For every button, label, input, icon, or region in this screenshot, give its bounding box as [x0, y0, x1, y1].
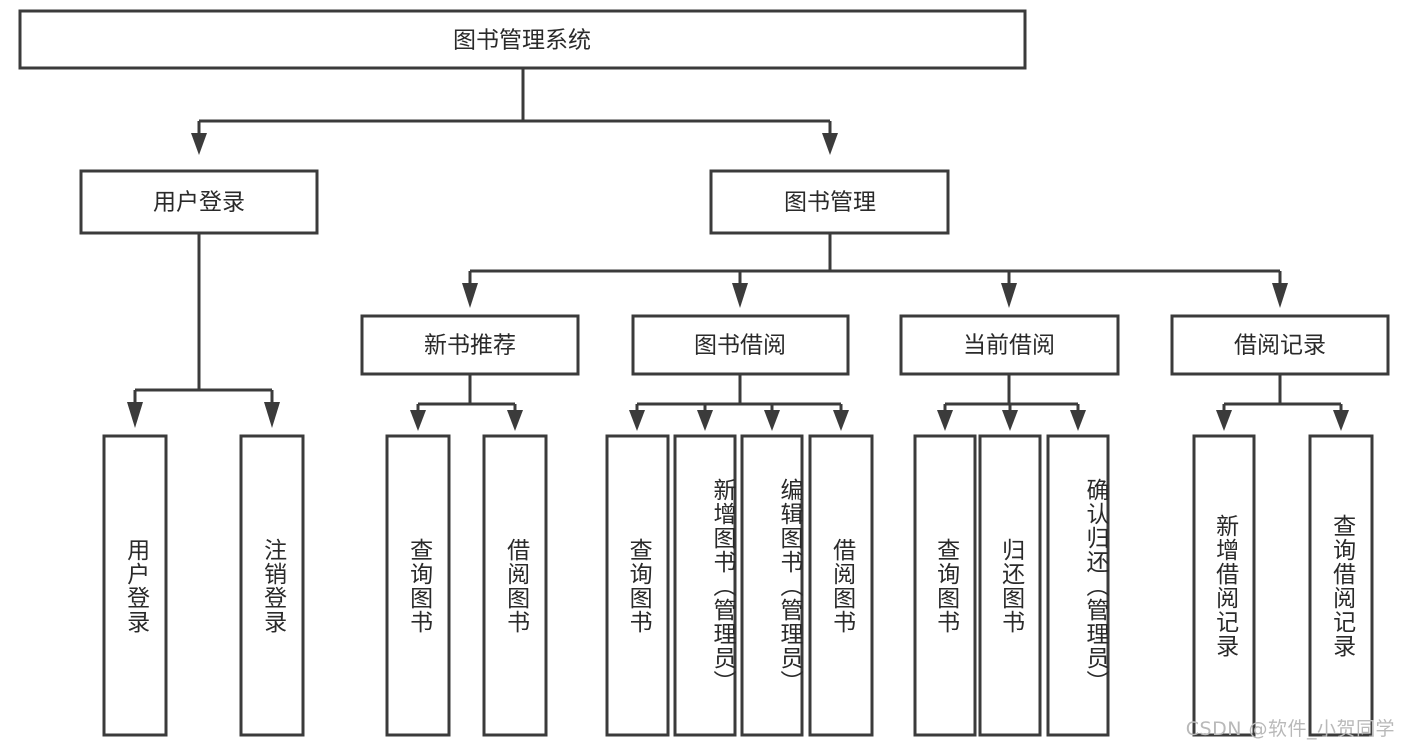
leaf-add-book-box[interactable] [673, 434, 737, 737]
node-book-manage[interactable]: 图书管理 [709, 169, 950, 235]
node-root[interactable]: 图书管理系统 [18, 9, 1027, 70]
arrowhead-leaf-user-logout [264, 402, 280, 428]
connector-group-root-to-level2 [191, 68, 838, 155]
leaf-edit-book-box[interactable] [740, 434, 804, 737]
leaf-add-record-label: 新增借阅记录 [1211, 513, 1238, 658]
leaf-query-book-cb-label: 查询图书 [932, 537, 959, 634]
node-current-borrow-box[interactable] [899, 314, 1120, 376]
arrowhead-leaf-add-record [1216, 410, 1232, 431]
leaf-query-book-bb-label: 查询图书 [625, 537, 652, 634]
leaf-query-book-rec-box[interactable] [385, 434, 451, 737]
leaf-return-book-label: 归还图书 [997, 537, 1024, 634]
arrowhead-leaf-edit-book [764, 410, 780, 431]
node-current-borrow-label: 当前借阅 [963, 333, 1055, 359]
leaf-query-record-box[interactable] [1308, 434, 1374, 737]
arrowhead-leaf-borrow-book-rec [507, 410, 523, 431]
arrowhead-leaf-add-book [697, 410, 713, 431]
leaf-boxes-group [102, 434, 1374, 737]
node-book-borrow-box[interactable] [631, 314, 850, 376]
arrowhead-new-book-rec [462, 283, 478, 308]
connector-group-book-borrow-to-leaves [629, 374, 849, 431]
leaf-query-record-label: 查询借阅记录 [1328, 513, 1355, 658]
node-borrow-record-box[interactable] [1170, 314, 1390, 376]
leaf-confirm-return-label: 确认归还（管理员） [1082, 477, 1108, 694]
leaf-query-book-bb-box[interactable] [605, 434, 670, 737]
node-current-borrow[interactable]: 当前借阅 [899, 314, 1120, 376]
connector-group-user-login-to-leaves [127, 233, 280, 428]
leaf-borrow-book-rec-box[interactable] [482, 434, 548, 737]
arrowhead-leaf-query-book-bb [629, 410, 645, 431]
arrowhead-book-manage [822, 133, 838, 155]
connector-group-borrow-record-to-leaves [1216, 374, 1349, 431]
node-root-label: 图书管理系统 [453, 28, 591, 54]
node-root-box[interactable] [18, 9, 1027, 70]
arrowhead-leaf-return-book [1002, 410, 1018, 431]
arrowhead-book-borrow [732, 283, 748, 308]
arrowhead-leaf-query-record [1333, 410, 1349, 431]
node-new-book-rec-box[interactable] [360, 314, 580, 376]
leaf-borrow-book-rec-label: 借阅图书 [502, 537, 529, 634]
arrowhead-leaf-borrow-book-bb [833, 410, 849, 431]
node-user-login-label: 用户登录 [153, 190, 245, 216]
leaf-borrow-book-bb-label: 借阅图书 [828, 537, 855, 634]
node-book-manage-label: 图书管理 [784, 190, 876, 216]
leaf-return-book-box[interactable] [978, 434, 1042, 737]
leaf-add-book-label: 新增图书（管理员） [709, 477, 735, 694]
arrowhead-leaf-query-book-cb [937, 410, 953, 431]
node-book-borrow-label: 图书借阅 [694, 333, 786, 359]
connector-group-current-borrow-to-leaves [937, 374, 1086, 431]
arrowhead-current-borrow [1001, 283, 1017, 308]
leaf-confirm-return-box[interactable] [1046, 434, 1110, 737]
leaf-query-book-cb-box[interactable] [913, 434, 977, 737]
leaf-edit-book-label: 编辑图书（管理员） [776, 477, 802, 694]
node-borrow-record[interactable]: 借阅记录 [1170, 314, 1390, 376]
node-user-login-box[interactable] [79, 169, 319, 235]
node-new-book-rec-label: 新书推荐 [424, 333, 516, 359]
connector-group-new-book-rec-to-leaves [410, 374, 523, 431]
leaf-user-login-box[interactable] [102, 434, 168, 737]
leaf-query-book-rec-label: 查询图书 [405, 537, 432, 634]
leaf-add-record-box[interactable] [1192, 434, 1256, 737]
connector-group-book-manage-to-level3 [462, 233, 1288, 308]
node-book-borrow[interactable]: 图书借阅 [631, 314, 850, 376]
arrowhead-leaf-user-login [127, 402, 143, 428]
leaf-borrow-book-bb-box[interactable] [808, 434, 874, 737]
csdn-watermark: CSDN @软件_小贺同学 [1185, 718, 1395, 740]
node-borrow-record-label: 借阅记录 [1234, 333, 1326, 359]
arrowhead-borrow-record [1272, 283, 1288, 308]
arrowhead-user-login [191, 133, 207, 155]
node-user-login[interactable]: 用户登录 [79, 169, 319, 235]
leaf-user-logout-box[interactable] [239, 434, 305, 737]
node-new-book-rec[interactable]: 新书推荐 [360, 314, 580, 376]
arrowhead-leaf-confirm-return [1070, 410, 1086, 431]
arrowhead-leaf-query-book-rec [410, 410, 426, 431]
leaf-user-login-label: 用户登录 [122, 537, 149, 634]
leaf-user-logout-label: 注销登录 [259, 537, 286, 634]
node-book-manage-box[interactable] [709, 169, 950, 235]
